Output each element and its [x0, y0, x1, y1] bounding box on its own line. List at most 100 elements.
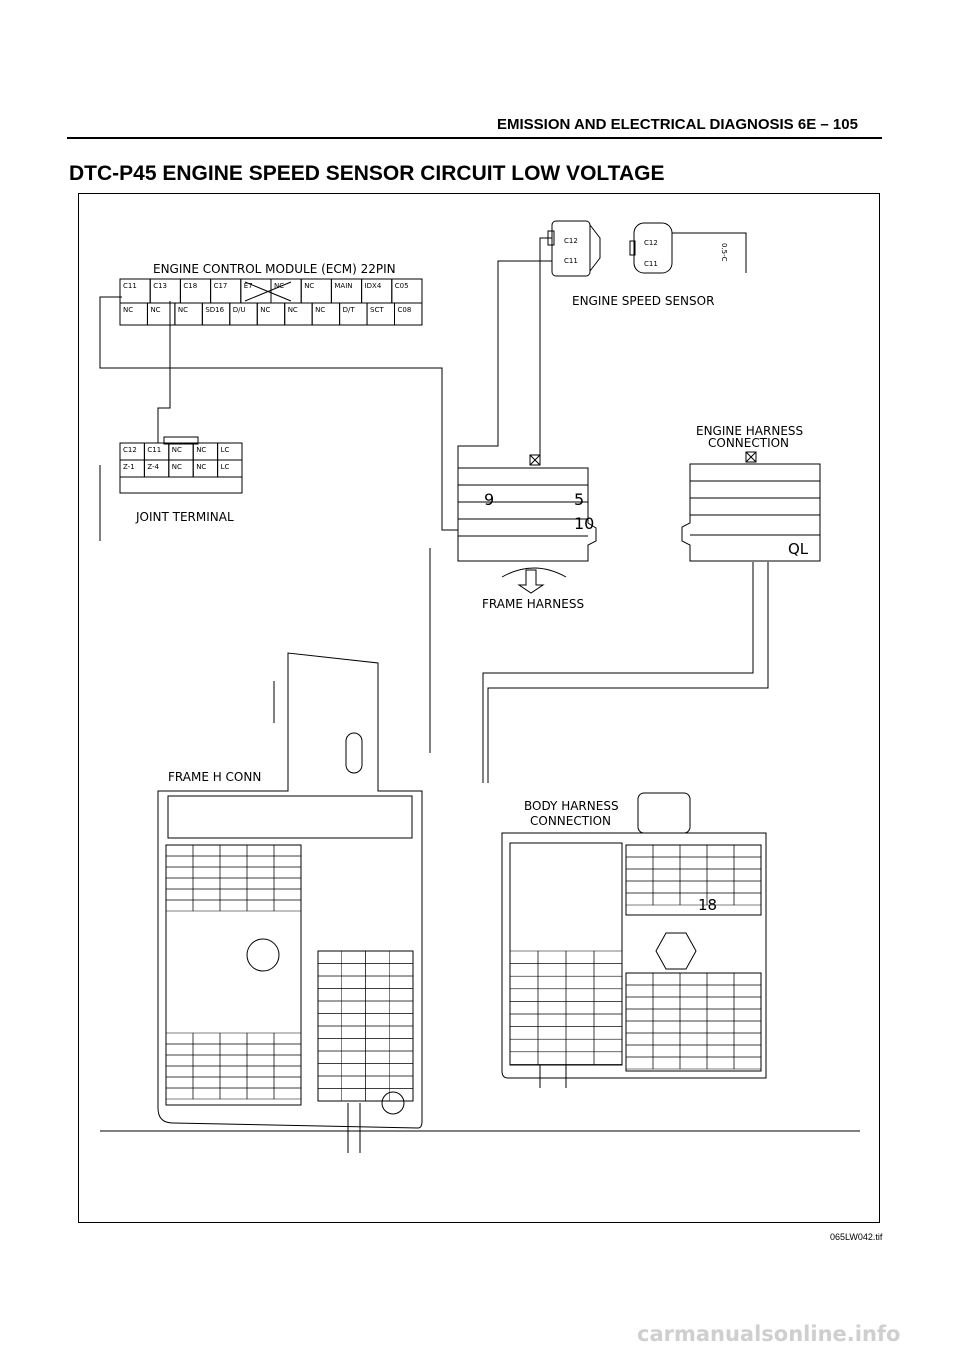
- ecm-row2-pin-label: C08: [398, 306, 412, 314]
- frame-h-cell: [389, 1063, 414, 1077]
- body-cell: [565, 950, 595, 964]
- body-cell: [733, 1008, 762, 1022]
- body-cell: [679, 856, 708, 870]
- frame-h-cell: [317, 1038, 342, 1052]
- frame-h-cell: [219, 1087, 248, 1100]
- frame-h-cell: [341, 963, 366, 977]
- body-cell: [625, 868, 654, 882]
- frame-harness-connector: 9 5 10 FRAME HARNESS: [457, 454, 597, 611]
- ecm-row2-pin-label: NC: [288, 306, 298, 314]
- frame-h-cell: [341, 1000, 366, 1014]
- frame-h-cell: [273, 1065, 302, 1078]
- frame-h-cell: [389, 1013, 414, 1027]
- frame-h-cell: [246, 1032, 275, 1045]
- ecm-row1-pin-label: C18: [183, 282, 197, 290]
- frame-h-cell: [273, 844, 302, 857]
- body-cell: [537, 1038, 567, 1053]
- frame-h-cell: [219, 1043, 248, 1056]
- body-cell: [733, 1044, 762, 1058]
- frame-h-cell: [341, 1025, 366, 1039]
- body-cell: [509, 963, 539, 977]
- body-cell: [565, 988, 595, 1002]
- frame-h-cell: [165, 888, 194, 901]
- frame-h-cell: [273, 866, 302, 879]
- frame-h-cell: [341, 1063, 366, 1077]
- body-cell: [679, 1008, 708, 1022]
- body-cell: [733, 972, 762, 986]
- frame-h-cell: [165, 855, 194, 868]
- frame-h-cell: [341, 1088, 366, 1102]
- frame-pin-10: 10: [574, 514, 594, 533]
- joint-row2-cell: [217, 459, 243, 478]
- body-cell: [733, 996, 762, 1010]
- body-cell: [733, 1056, 762, 1070]
- frame-h-cell: [365, 975, 390, 989]
- body-cell: [509, 1051, 539, 1065]
- frame-h-cell: [192, 1032, 221, 1045]
- body-cell: [652, 880, 681, 894]
- body-cell: [593, 975, 623, 990]
- ecm-row2-pin-label: NC: [315, 306, 325, 314]
- body-cell: [706, 972, 735, 986]
- body-cell: [706, 996, 735, 1010]
- body-cell: [537, 950, 567, 964]
- body-cell: [706, 868, 735, 882]
- body-cell: [593, 988, 623, 1002]
- ecm-row1-pin-label: NC: [274, 282, 284, 290]
- frame-h-cell: [192, 844, 221, 857]
- body-cell: [706, 844, 735, 858]
- body-cell: [679, 984, 708, 998]
- frame-h-cell: [317, 1013, 342, 1027]
- frame-h-cell: [165, 1043, 194, 1056]
- body-cell: [625, 1032, 654, 1046]
- body-cell: [733, 1020, 762, 1034]
- body-cell: [509, 950, 539, 964]
- ecm-row1-pin-label: C17: [214, 282, 228, 290]
- frame-h-cell: [192, 1054, 221, 1067]
- body-cell: [625, 984, 654, 998]
- frame-h-cell: [246, 1043, 275, 1056]
- body-cell: [509, 1001, 539, 1015]
- frame-h-cell: [365, 1013, 390, 1027]
- sensor-pin-c11b: C11: [644, 260, 658, 268]
- frame-h-cell: [165, 1032, 194, 1045]
- body-cell: [652, 892, 681, 906]
- body-cell: [625, 880, 654, 894]
- frame-h-cell: [165, 877, 194, 890]
- frame-h-cell: [389, 1000, 414, 1014]
- body-cell: [593, 1026, 623, 1040]
- body-cell: [625, 1044, 654, 1058]
- ecm-row2-pin-label: NC: [123, 306, 133, 314]
- body-cell: [652, 856, 681, 870]
- body-cell: [565, 975, 595, 990]
- joint-terminal-label: JOINT TERMINAL: [135, 510, 234, 524]
- frame-h-cell: [341, 950, 366, 964]
- ecm-row2-pin-label: NC: [260, 306, 270, 314]
- body-cell: [625, 1056, 654, 1070]
- frame-h-cell: [273, 855, 302, 868]
- frame-h-cell: [165, 866, 194, 879]
- body-cell: [625, 972, 654, 986]
- frame-h-cell: [219, 1032, 248, 1045]
- frame-h-cell: [365, 963, 390, 977]
- engine-harness-connector: ENGINE HARNESS CONNECTION QL: [681, 424, 821, 562]
- frame-h-cell: [192, 1065, 221, 1078]
- frame-h-cell: [219, 1065, 248, 1078]
- frame-h-cell: [317, 950, 342, 964]
- ecm-row2-cell: [394, 302, 423, 326]
- running-header: EMISSION AND ELECTRICAL DIAGNOSIS 6E – 1…: [497, 116, 858, 133]
- page-title: DTC-P45 ENGINE SPEED SENSOR CIRCUIT LOW …: [69, 162, 665, 185]
- body-cell: [593, 1051, 623, 1065]
- frame-pin-9: 9: [484, 490, 494, 509]
- ecm-row1-pin-label: IDX4: [365, 282, 382, 290]
- frame-h-cell: [317, 1088, 342, 1102]
- body-cell: [652, 1056, 681, 1070]
- frame-h-cell: [365, 1038, 390, 1052]
- body-cell: [593, 1013, 623, 1027]
- body-harness-connector: BODY HARNESS CONNECTION 18: [501, 792, 767, 1088]
- ecm-row1-pin-label: MAIN: [334, 282, 352, 290]
- body-cell: [593, 950, 623, 964]
- joint-row1-pin-label: C11: [147, 446, 161, 454]
- frame-h-cell: [317, 988, 342, 1002]
- frame-h-cell: [192, 855, 221, 868]
